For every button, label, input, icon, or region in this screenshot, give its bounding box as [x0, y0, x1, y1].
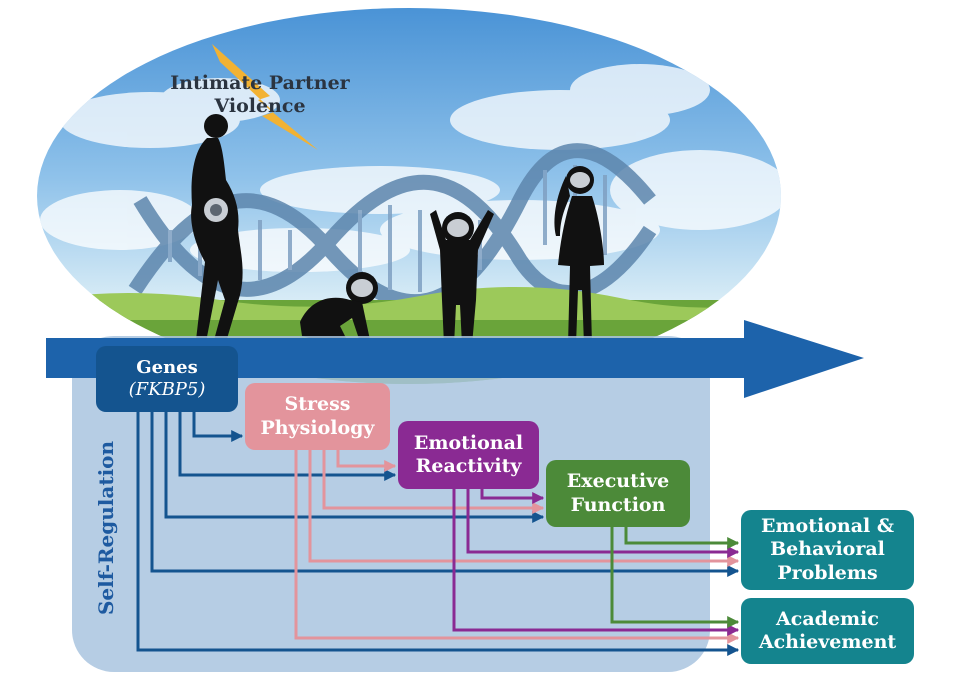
- genes-node: Genes (FKBP5): [96, 346, 238, 412]
- ebp-line2: Behavioral: [770, 538, 885, 561]
- genes-node-subtitle: (FKBP5): [128, 379, 206, 400]
- ebp-line3: Problems: [777, 561, 878, 584]
- stress-physiology-line1: Stress: [284, 393, 351, 416]
- stress-physiology-node: Stress Physiology: [245, 383, 390, 450]
- executive-function-line2: Function: [570, 493, 666, 516]
- child-icon: [554, 166, 604, 345]
- emotional-reactivity-line2: Reactivity: [415, 455, 522, 477]
- academic-achievement-line1: Academic: [776, 607, 879, 630]
- stressor-label-line2: Violence: [214, 94, 306, 117]
- emotional-behavioral-problems-node: Emotional & Behavioral Problems: [741, 510, 914, 590]
- genes-node-title: Genes: [136, 357, 198, 379]
- ebp-line1: Emotional &: [760, 515, 895, 538]
- stress-connectors: [294, 450, 740, 644]
- emotional-reactivity-node: Emotional Reactivity: [398, 421, 539, 489]
- executive-function-node: Executive Function: [546, 460, 690, 527]
- academic-achievement-line2: Achievement: [758, 631, 897, 653]
- executive-function-connectors: [610, 527, 740, 628]
- emotional-reactivity-connectors: [452, 489, 740, 636]
- self-regulation-panel: [72, 336, 710, 672]
- stress-physiology-line2: Physiology: [260, 416, 375, 439]
- lightning-bolt-icon: [212, 44, 318, 150]
- genes-connectors: [136, 412, 740, 656]
- self-regulation-label: Self-Regulation: [94, 440, 118, 616]
- toddler-icon: [430, 210, 494, 345]
- executive-function-line1: Executive: [566, 470, 670, 493]
- crawling-infant-icon: [300, 272, 378, 342]
- pregnant-woman-icon: [191, 114, 243, 342]
- academic-achievement-node: Academic Achievement: [741, 598, 914, 664]
- stressor-label: Intimate Partner Violence: [170, 72, 350, 118]
- stressor-label-line1: Intimate Partner: [170, 72, 350, 94]
- emotional-reactivity-line1: Emotional: [413, 431, 524, 454]
